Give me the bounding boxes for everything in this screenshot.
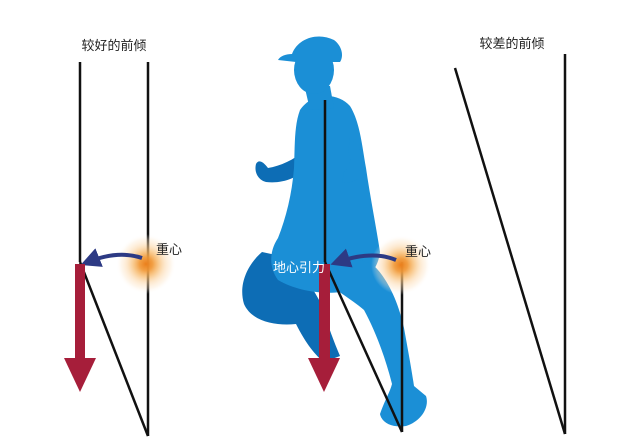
gravity-arrow — [308, 264, 340, 392]
poor-lean-body-line — [453, 67, 567, 435]
center-of-gravity-icon — [116, 234, 176, 294]
good-lean-body-line — [78, 261, 150, 437]
center-of-gravity-icon — [371, 235, 431, 295]
poor-lean-panel — [453, 54, 567, 435]
runner-body-line — [323, 261, 404, 433]
center-of-gravity-label: 重心 — [405, 244, 431, 260]
gravity-arrow — [64, 264, 96, 392]
gravity-label: 地心引力 — [273, 261, 325, 276]
lean-direction-arrow — [330, 248, 397, 268]
good-lean-panel — [64, 62, 176, 437]
good-lean-label: 较好的前倾 — [81, 38, 146, 54]
poor-lean-label: 较差的前倾 — [479, 36, 544, 52]
lean-direction-arrow — [80, 248, 143, 267]
center-of-gravity-label: 重心 — [156, 242, 182, 258]
